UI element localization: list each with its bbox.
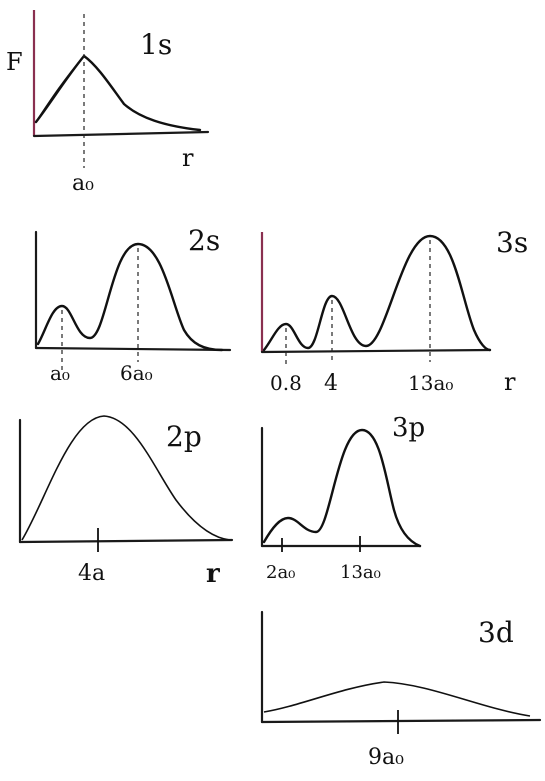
tick-label-1: a₀	[50, 361, 70, 385]
tick-label-2: 4	[324, 371, 338, 396]
x-axis	[18, 538, 234, 544]
curve-3d	[263, 681, 531, 717]
tick-label-2: 13a₀	[340, 562, 381, 583]
panel-title: 3s	[496, 226, 528, 259]
x-axis-label: r	[206, 559, 220, 589]
x-axis-label: r	[182, 144, 194, 172]
tick-label-2: 6a₀	[120, 361, 153, 385]
panel-title: 1s	[140, 28, 172, 61]
panel-3p: 3p 2a₀ 13a₀	[260, 413, 425, 583]
tick-label: 4a	[78, 561, 105, 586]
tick-label: 9a₀	[368, 745, 404, 770]
panel-3s: 3s 0.8 4 13a₀ r	[260, 226, 528, 396]
panel-title: 3d	[478, 616, 514, 649]
curve-1s	[34, 54, 202, 132]
curve-1s-inner	[35, 55, 85, 123]
x-axis	[34, 346, 232, 352]
panel-title: 2p	[166, 420, 202, 453]
panel-title: 2s	[188, 224, 220, 257]
panel-2s: 2s a₀ 6a₀	[34, 224, 232, 385]
y-axis-label: F	[6, 48, 23, 76]
curve-3s	[262, 234, 492, 352]
x-axis	[32, 130, 210, 138]
curve-2p	[21, 415, 231, 541]
curve-2s	[36, 242, 224, 352]
curve-3p	[262, 428, 422, 548]
panel-3d: 3d 9a₀	[260, 610, 542, 770]
tick-label-1: 0.8	[270, 371, 302, 395]
tick-label: a₀	[72, 171, 94, 196]
x-axis	[260, 718, 542, 724]
tick-label-3: 13a₀	[408, 371, 453, 395]
tick-label-1: 2a₀	[266, 562, 295, 583]
panel-title: 3p	[392, 413, 425, 443]
panel-2p: 2p 4a r	[18, 415, 234, 589]
x-axis	[260, 348, 492, 354]
panel-1s: F 1s r a₀	[6, 10, 210, 196]
x-axis-label: r	[504, 368, 516, 396]
